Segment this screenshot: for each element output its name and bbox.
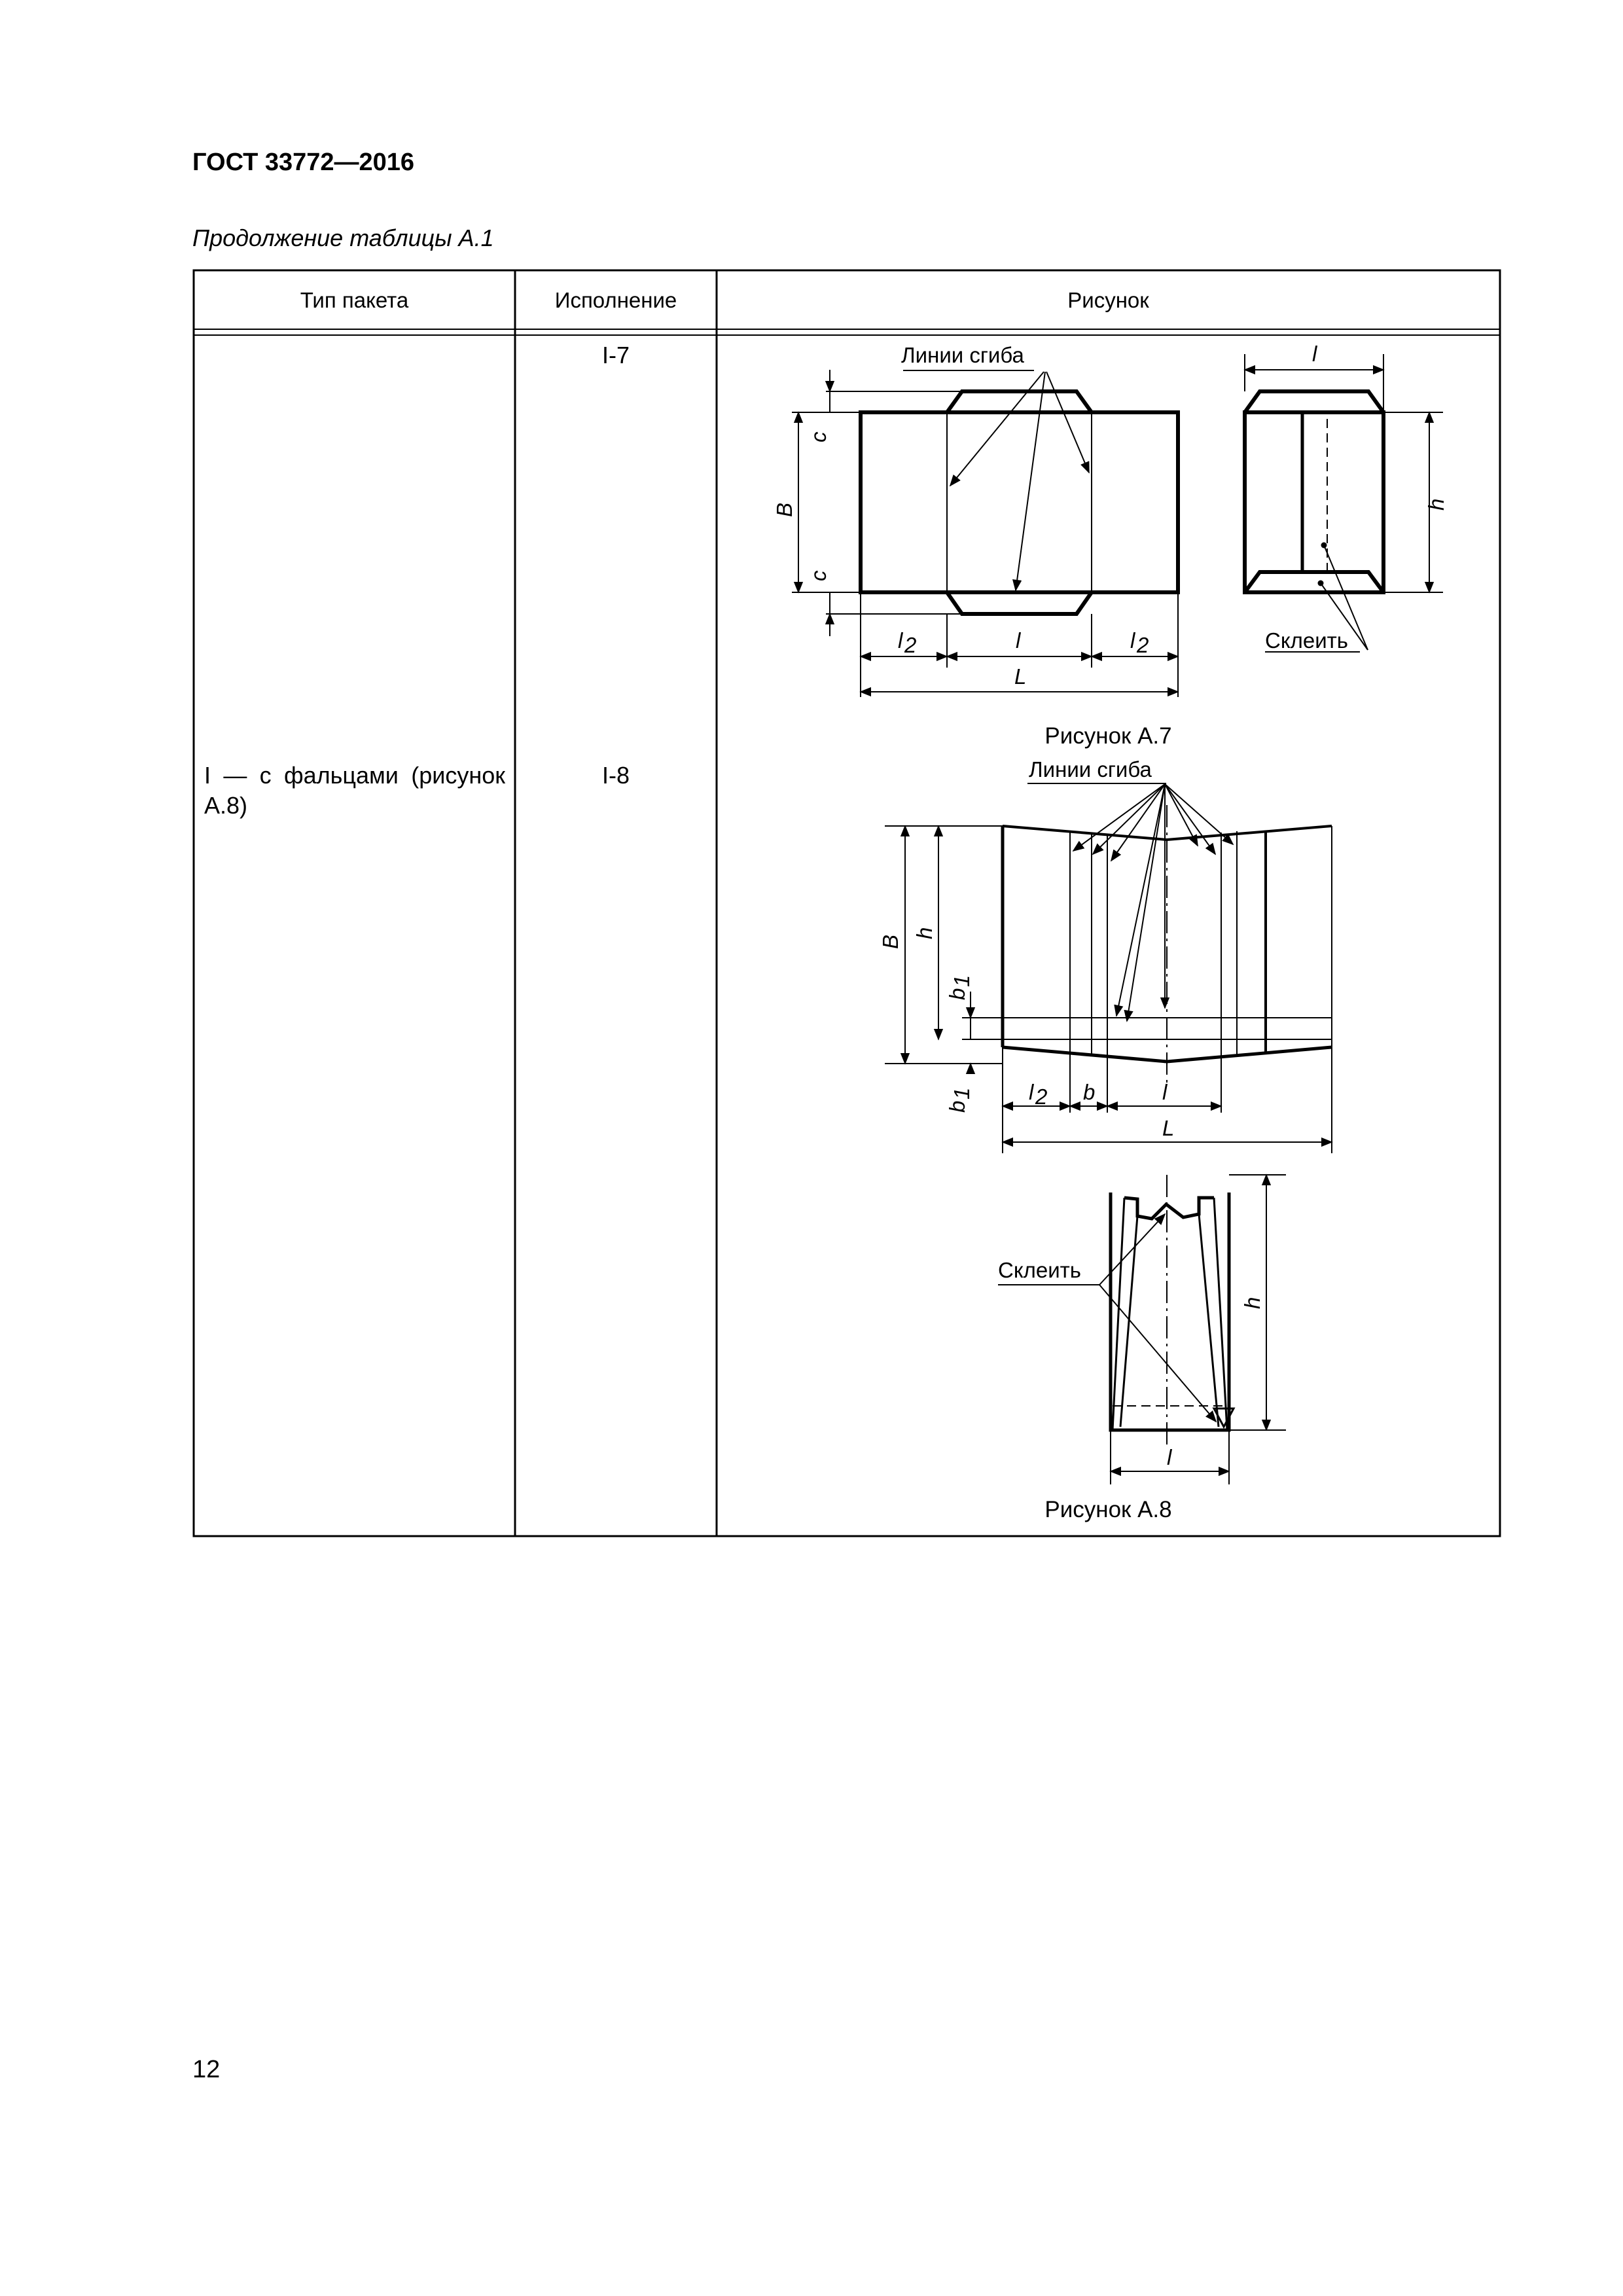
dim-l2-sub-a8: 2 — [1035, 1085, 1047, 1109]
dim-h-label-a8: h — [912, 927, 936, 939]
package-type-cell: I — с фальцами (рисунок А.8) — [204, 762, 505, 819]
dim-l2-label-left: l — [898, 628, 904, 653]
glue-label-a7: Склеить — [1265, 628, 1348, 653]
dim-l-label-bag: l — [1312, 342, 1318, 366]
dim-l2-sub-right: 2 — [1136, 633, 1149, 657]
dim-b-label-a8: B — [878, 935, 902, 949]
dim-L-label-a8: L — [1162, 1116, 1174, 1140]
table-caption: Продолжение таблицы А.1 — [192, 224, 494, 251]
dim-b1-sub-bottom: 1 — [950, 1088, 974, 1100]
dim-c-label-top: c — [806, 431, 830, 442]
dim-b-label: B — [772, 503, 796, 517]
dim-l2-label-right: l — [1130, 628, 1136, 653]
column-header-variant: Исполнение — [554, 288, 677, 312]
dim-l-label-a8: l — [1162, 1080, 1168, 1104]
variant-cell-1: I-7 — [601, 342, 630, 368]
variant-cell-2: I-8 — [601, 762, 630, 789]
glue-label-a8: Склеить — [998, 1258, 1081, 1282]
dim-l-label-bag-a8: l — [1167, 1445, 1173, 1469]
column-header-figure: Рисунок — [1067, 288, 1149, 312]
dim-c-label-bottom: c — [806, 570, 830, 581]
fold-lines-label-a7: Линии сгиба — [901, 343, 1024, 367]
fold-lines-label-a8: Линии сгиба — [1029, 757, 1152, 781]
column-header-package-type: Тип пакета — [300, 288, 409, 312]
figure-a8-caption: Рисунок А.8 — [1044, 1497, 1172, 1522]
page-number: 12 — [192, 2056, 221, 2083]
dim-L-label: L — [1014, 664, 1026, 689]
dim-h-label-bag-a8: h — [1240, 1297, 1264, 1309]
dim-b1-label-bottom: b — [945, 1101, 969, 1113]
document-title: ГОСТ 33772—2016 — [192, 149, 415, 176]
dim-b1-label-top: b — [945, 988, 969, 1000]
dim-l-label: l — [1016, 628, 1022, 653]
dim-l2-sub-left: 2 — [904, 633, 916, 657]
dim-b1-sub-top: 1 — [950, 975, 974, 987]
dim-h-label-bag: h — [1424, 499, 1448, 511]
dim-l2-label-a8: l — [1029, 1080, 1035, 1104]
figure-a7-caption: Рисунок А.7 — [1044, 723, 1172, 749]
dim-b-label-a8: b — [1083, 1080, 1095, 1104]
